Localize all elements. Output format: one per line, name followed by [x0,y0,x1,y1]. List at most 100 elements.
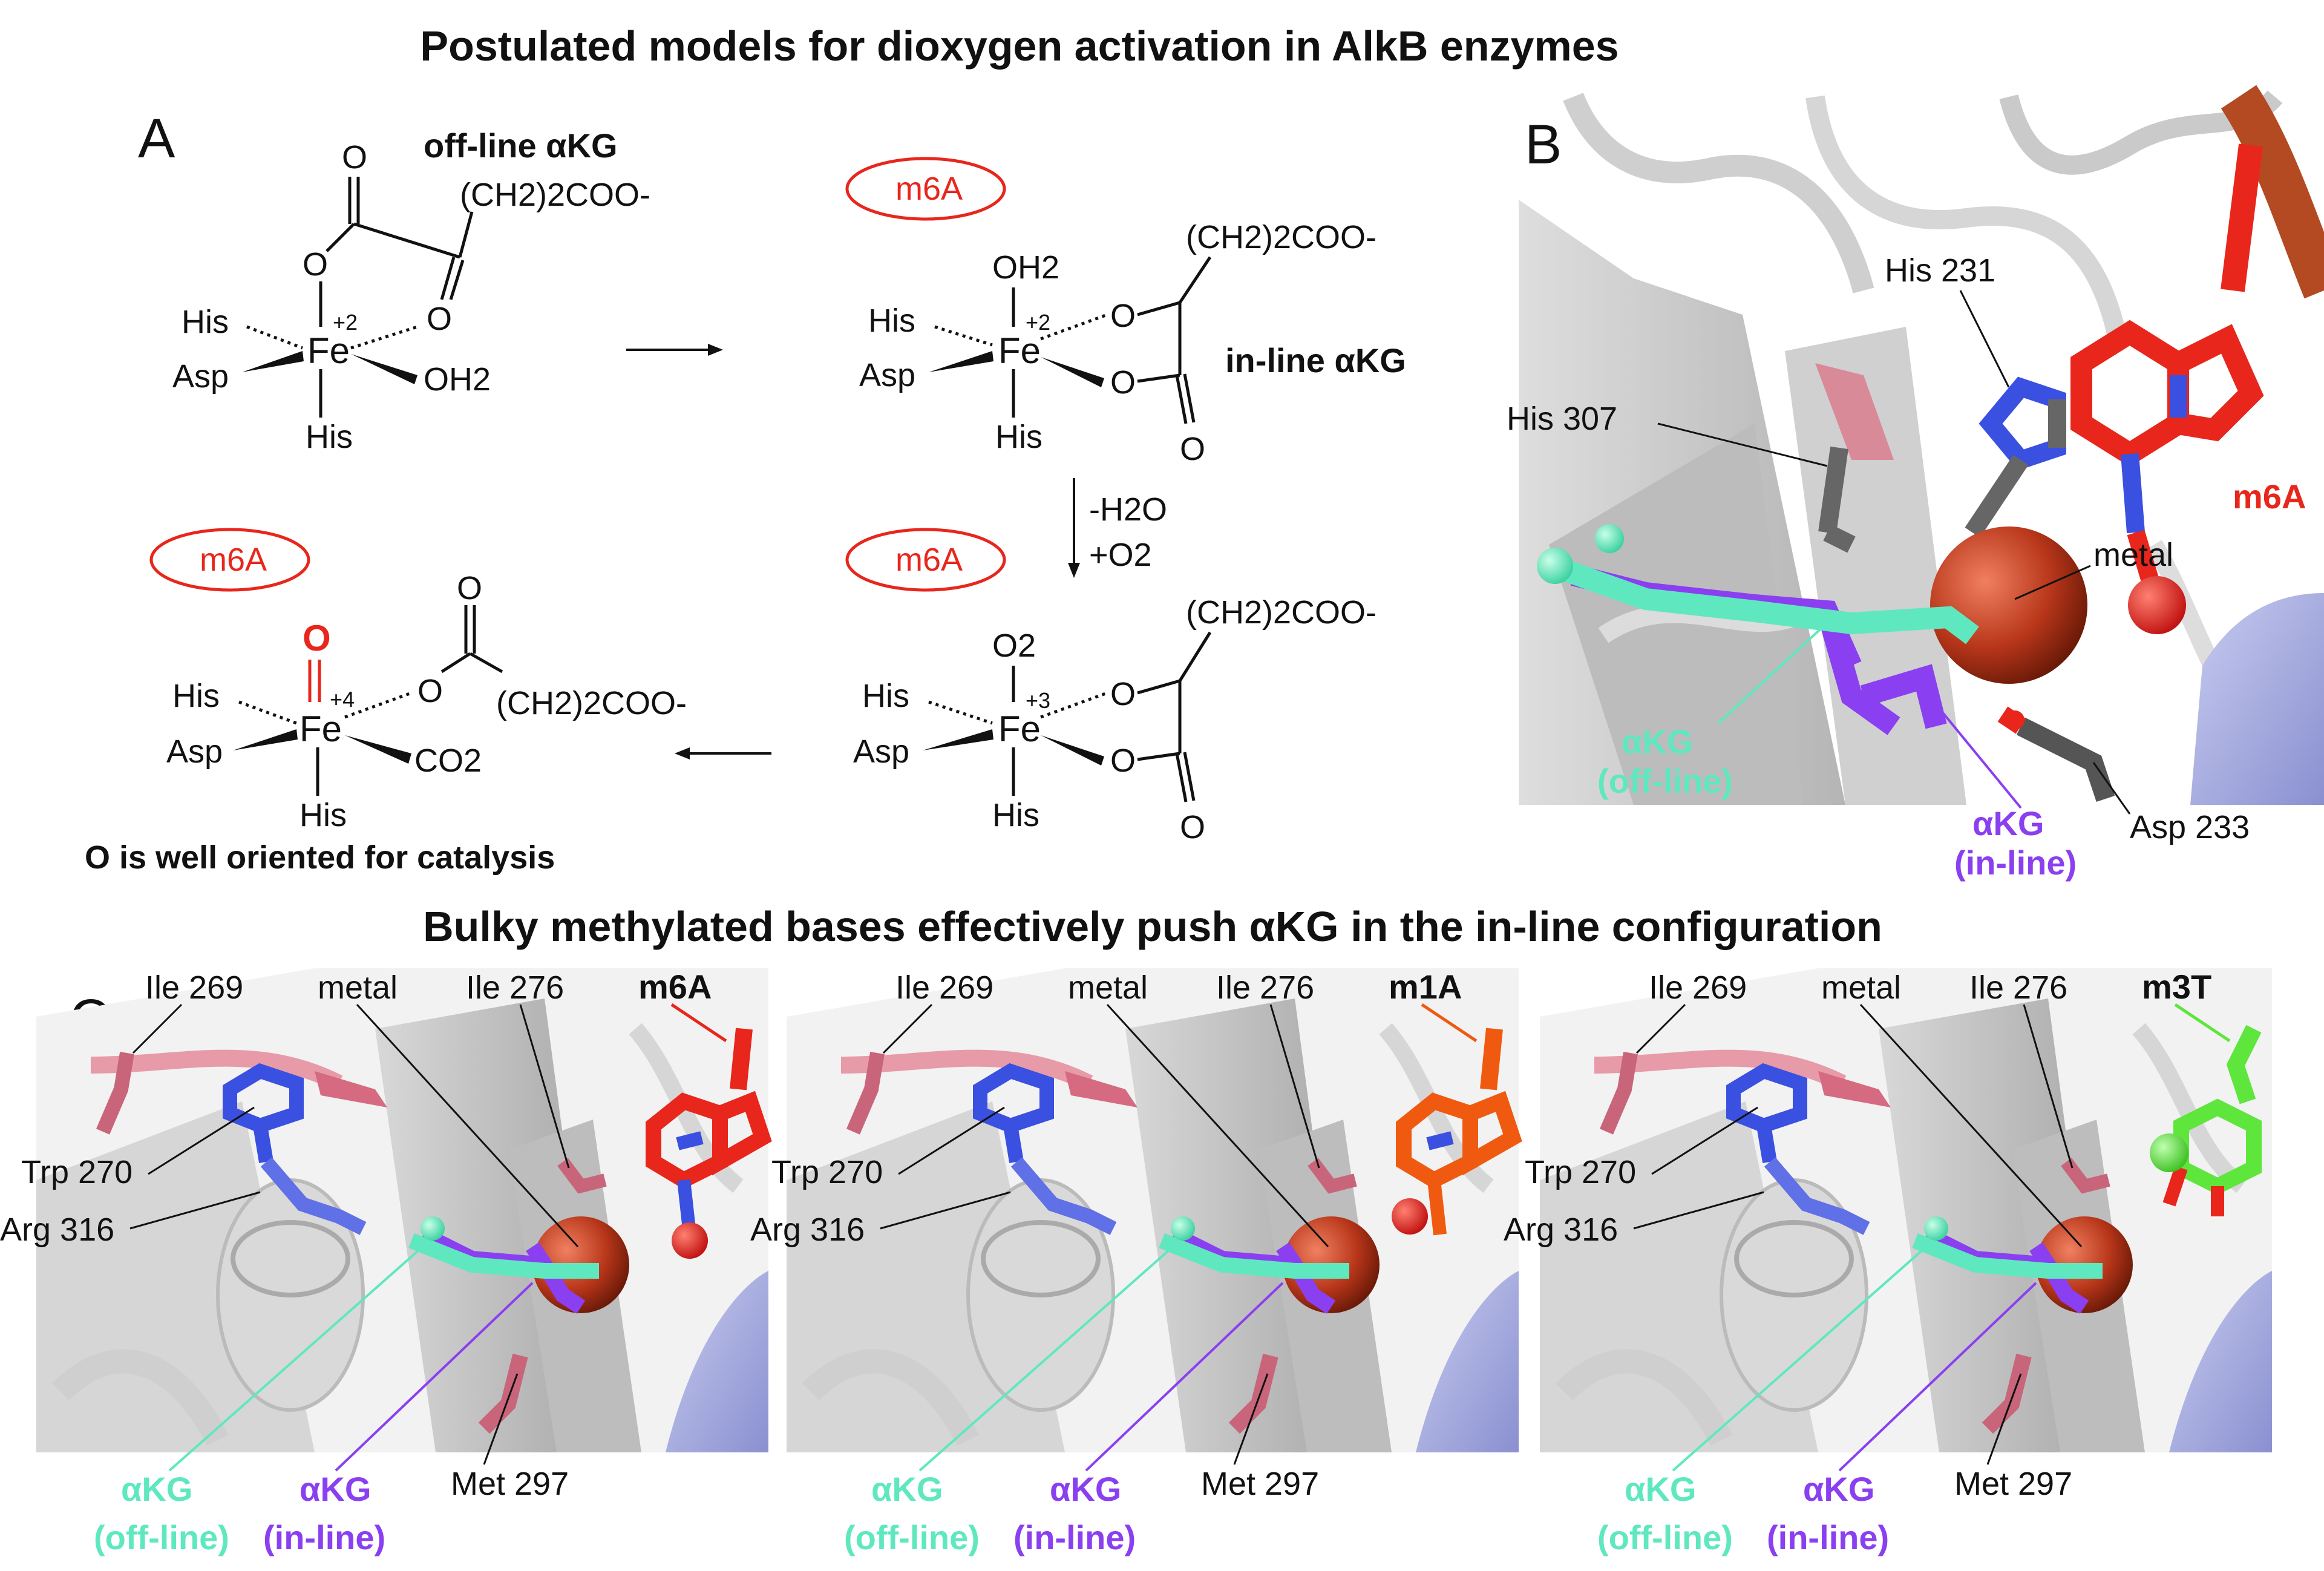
arrow-3-4 [675,747,771,759]
b-akg-in-label: αKG [1972,804,2044,842]
s2-his-bottom: His [995,419,1043,455]
c-ile269-label: Ile 269 [895,969,993,1006]
c-akg-in-sub: (in-line) [263,1518,385,1556]
s1-fe: Fe [307,330,350,371]
panel-a: A off-line αKG O (CH2)2COO- O O Fe +2 Hi… [85,108,1406,876]
c-ile269-label: Ile 269 [1649,969,1747,1006]
s1-ox: +2 [333,310,358,335]
c-akg-off-sub: (off-line) [94,1518,229,1556]
s2-top: OH2 [992,249,1059,286]
c-akg-off-label: αKG [871,1470,943,1508]
m6a-residue [2070,143,2264,634]
s2-o-bottom: O [1180,431,1205,467]
s3-his-bottom: His [992,797,1039,833]
c-trp270-label: Trp 270 [1525,1154,1636,1190]
c-akg-off-label: αKG [121,1470,192,1508]
s1-asp: Asp [172,358,229,395]
c-met297-label: Met 297 [451,1466,569,1502]
s2-ox: +2 [1026,310,1050,335]
s4-ox: +4 [330,687,355,712]
s4-co2: CO2 [414,743,482,779]
s3-top: O2 [992,628,1036,664]
s2-fe: Fe [998,330,1041,371]
his231-residue [1965,376,2066,538]
b-akg-in-sub: (in-line) [1954,844,2077,882]
c-ile276-label: Ile 276 [466,969,564,1006]
step-line1: -H2O [1089,491,1167,528]
s3-badge: m6A [895,542,963,578]
s1-chain: (CH2)2COO- [460,177,650,213]
structure-1: off-line αKG O (CH2)2COO- O O Fe +2 His … [172,126,650,455]
c-akg-in-sub: (in-line) [1767,1518,1889,1556]
s3-o-upper: O [1110,676,1136,712]
s2-label: in-line αKG [1225,341,1406,379]
s2-o-upper: O [1110,298,1136,334]
s3-fe: Fe [998,709,1041,749]
s4-his-top: His [172,678,220,714]
c-ile276-label: Ile 276 [1216,969,1314,1006]
b-his231-label: His 231 [1885,252,1995,289]
c-trp270-label: Trp 270 [21,1154,133,1190]
s4-top: O [303,618,331,658]
c-base-label: m6A [638,968,712,1006]
panel-b-protein [1519,85,2324,805]
c-akg-off-label: αKG [1625,1470,1696,1508]
s4-chain: (CH2)2COO- [496,685,687,721]
c-arg316-label: Arg 316 [0,1212,114,1248]
s4-o-bridge: O [417,673,443,709]
s4-his-bottom: His [300,797,347,833]
b-asp233-label: Asp 233 [2130,809,2250,845]
c-base-label: m1A [1389,968,1462,1006]
akg-offline-model [1537,524,1979,644]
s3-ox: +3 [1026,688,1050,713]
s3-chain: (CH2)2COO- [1186,594,1376,631]
structure-2: m6A (CH2)2COO- OH2 Fe +2 His Asp His O O… [845,157,1406,467]
his307-residue [1818,446,1856,553]
c-ile269-label: Ile 269 [145,969,243,1006]
step-line2: +O2 [1089,537,1152,573]
s1-his-top: His [182,304,229,340]
s1-o-top: O [342,139,367,175]
panel-b-letter: B [1525,114,1562,175]
c-met297-label: Met 297 [1201,1466,1319,1502]
s2-badge: m6A [895,171,963,207]
s1-o-right: O [427,301,452,337]
c-arg316-label: Arg 316 [1504,1212,1618,1248]
s3-o-bottom: O [1180,809,1205,845]
c-metal-label: metal [1821,969,1901,1006]
s4-o-co: O [457,570,482,606]
c-met297-label: Met 297 [1954,1466,2072,1502]
b-his307-label: His 307 [1507,401,1617,437]
metal-sphere [1930,526,2087,684]
panel-c-subtitle: Bulky methylated bases effectively push … [423,903,1882,950]
b-akg-off-sub: (off-line) [1597,762,1733,800]
c-akg-in-label: αKG [1050,1470,1121,1508]
s4-asp: Asp [166,733,223,770]
s3-his-top: His [862,678,909,714]
b-akg-off-label: αKG [1622,723,1693,761]
c-metal-label: metal [318,969,398,1006]
c-akg-in-label: αKG [300,1470,371,1508]
c-arg316-label: Arg 316 [750,1212,865,1248]
b-m6a-label: m6A [2233,477,2306,516]
structure-3: m6A (CH2)2COO- O2 Fe +3 His Asp His O O … [845,528,1376,845]
s4-caption: O is well oriented for catalysis [85,839,555,876]
c-base-label: m3T [2142,968,2211,1006]
b-metal-label: metal [2093,537,2173,573]
c-trp270-label: Trp 270 [771,1154,883,1190]
c-akg-in-label: αKG [1803,1470,1874,1508]
s1-oh2: OH2 [424,361,491,398]
s2-his-top: His [868,303,915,339]
panel-a-letter: A [138,108,175,169]
s4-fe: Fe [300,709,342,749]
c-metal-label: metal [1068,969,1148,1006]
s1-his-bottom: His [306,419,353,455]
s2-o-lower: O [1110,364,1136,401]
panel-b: His 231 His 307 m6A metal αKG (off-line)… [1507,85,2324,882]
s2-chain: (CH2)2COO- [1186,219,1376,255]
s1-o-left: O [303,246,328,283]
